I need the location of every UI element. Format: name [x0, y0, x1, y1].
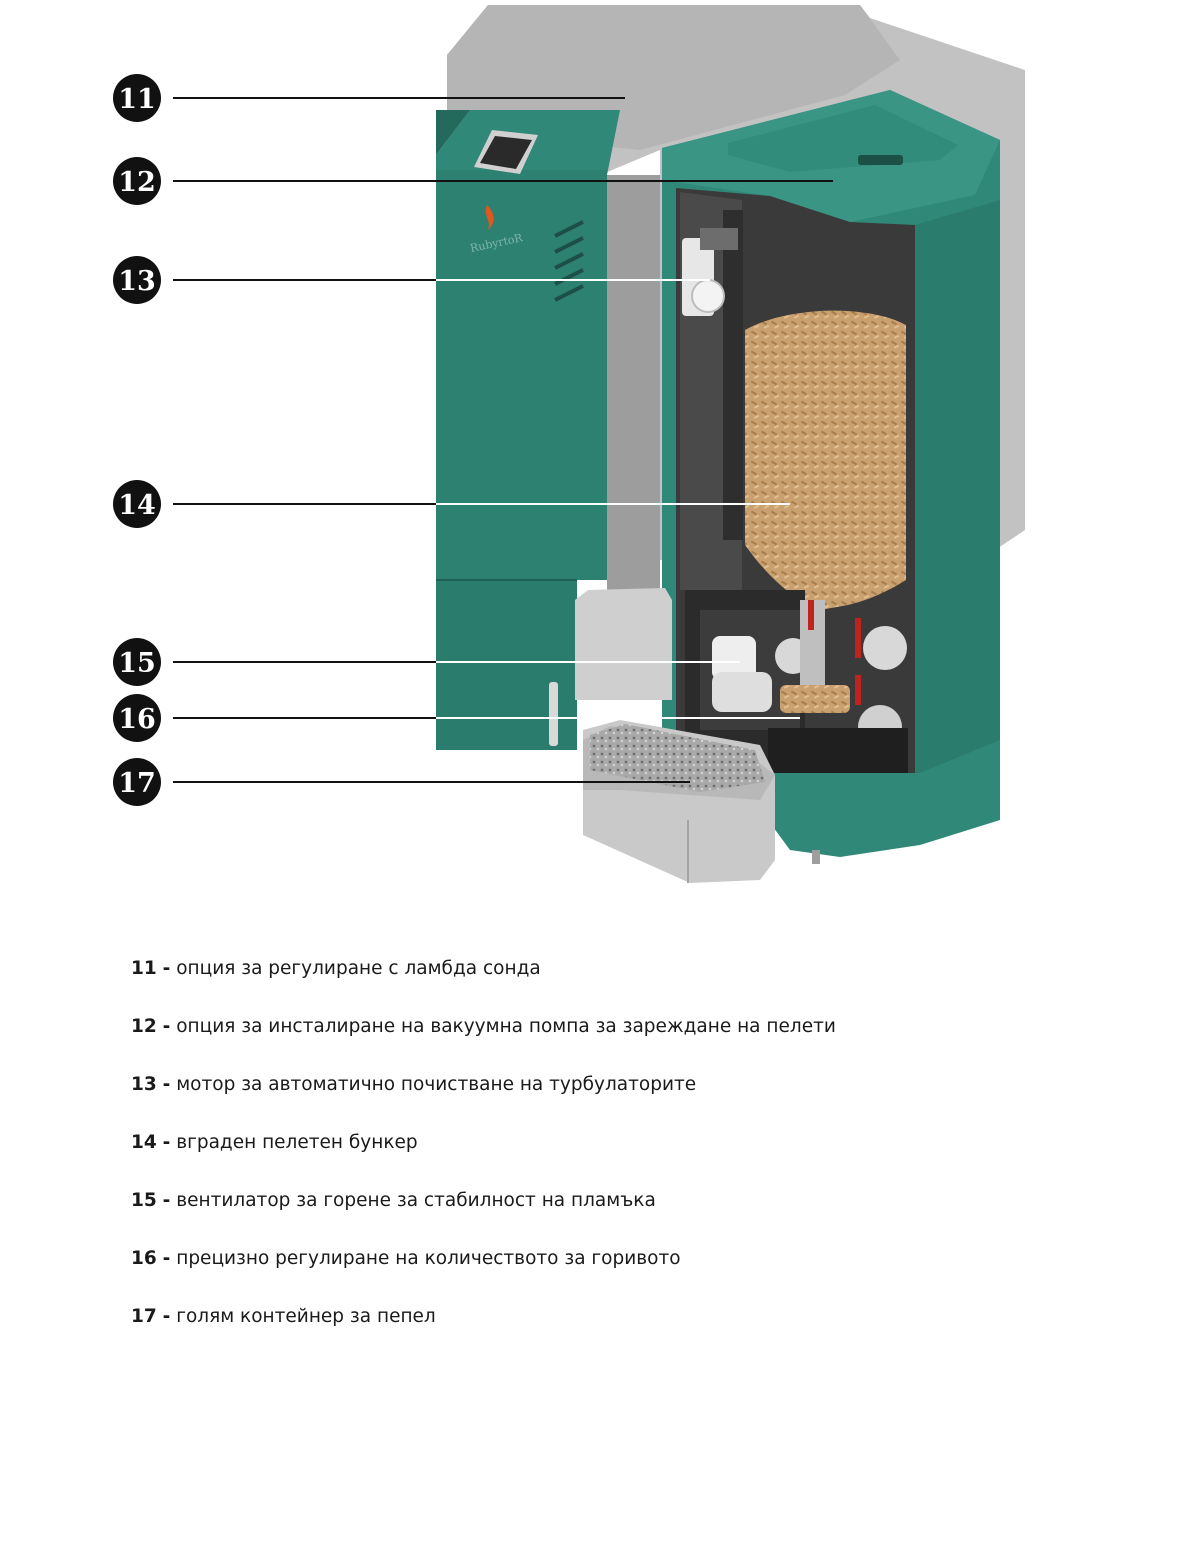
callout-badge-14: 14 [113, 480, 161, 528]
legend-item-13: 13 - мотор за автоматично почистване на … [131, 1073, 1031, 1131]
legend-number: 11 [131, 958, 157, 979]
callout-badge-16: 16 [113, 694, 161, 742]
legend-number: 17 [131, 1306, 157, 1327]
legend-item-11: 11 - опция за регулиране с ламбда сонда [131, 957, 1031, 1015]
svg-text:11: 11 [118, 84, 156, 115]
svg-text:14: 14 [118, 490, 156, 521]
callout-badge-15: 15 [113, 638, 161, 686]
legend-separator: - [162, 1190, 171, 1211]
legend-text: прецизно регулиране на количеството за г… [176, 1248, 681, 1269]
legend-separator: - [162, 1248, 171, 1269]
control-display [474, 130, 538, 174]
svg-text:16: 16 [118, 704, 156, 735]
callout-badge-12: 12 [113, 157, 161, 205]
svg-text:12: 12 [118, 167, 156, 198]
legend-item-17: 17 - голям контейнер за пепел [131, 1305, 1031, 1363]
legend-item-14: 14 - вграден пелетен бункер [131, 1131, 1031, 1189]
legend-number: 15 [131, 1190, 157, 1211]
legend-number: 13 [131, 1074, 157, 1095]
legend-separator: - [162, 1132, 171, 1153]
left-cabinet [436, 110, 620, 750]
legend-number: 12 [131, 1016, 157, 1037]
legend-text: опция за регулиране с ламбда сонда [176, 958, 541, 979]
legend-text: мотор за автоматично почистване на турбу… [176, 1074, 697, 1095]
legend-separator: - [162, 1016, 171, 1037]
legend-number: 14 [131, 1132, 157, 1153]
callout-lines [173, 97, 833, 783]
legend-text: опция за инсталиране на вакуумна помпа з… [176, 1016, 836, 1037]
pellet-bunker [745, 310, 906, 610]
svg-text:13: 13 [118, 266, 156, 297]
callout-badge-11: 11 [113, 74, 161, 122]
vent-slots [554, 220, 584, 302]
ash-container [575, 588, 775, 883]
legend-text: вентилатор за горене за стабилност на пл… [176, 1190, 656, 1211]
feed-mechanism [685, 590, 908, 773]
legend-item-16: 16 - прецизно регулиране на количеството… [131, 1247, 1031, 1305]
turbulator-motor [682, 228, 738, 316]
legend-item-12: 12 - опция за инсталиране на вакуумна по… [131, 1015, 1031, 1073]
svg-text:17: 17 [118, 768, 156, 799]
svg-text:15: 15 [118, 648, 156, 679]
legend-text: голям контейнер за пепел [176, 1306, 436, 1327]
legend-separator: - [162, 1074, 171, 1095]
boiler-diagram: RubyrtoR [113, 5, 1025, 883]
legend-separator: - [162, 958, 171, 979]
boiler-base [768, 740, 1000, 864]
legend-item-15: 15 - вентилатор за горене за стабилност … [131, 1189, 1031, 1247]
legend: 11 - опция за регулиране с ламбда сонда … [131, 957, 1031, 1363]
legend-separator: - [162, 1306, 171, 1327]
legend-text: вграден пелетен бункер [176, 1132, 418, 1153]
callout-badge-13: 13 [113, 256, 161, 304]
callout-badge-17: 17 [113, 758, 161, 806]
legend-number: 16 [131, 1248, 157, 1269]
